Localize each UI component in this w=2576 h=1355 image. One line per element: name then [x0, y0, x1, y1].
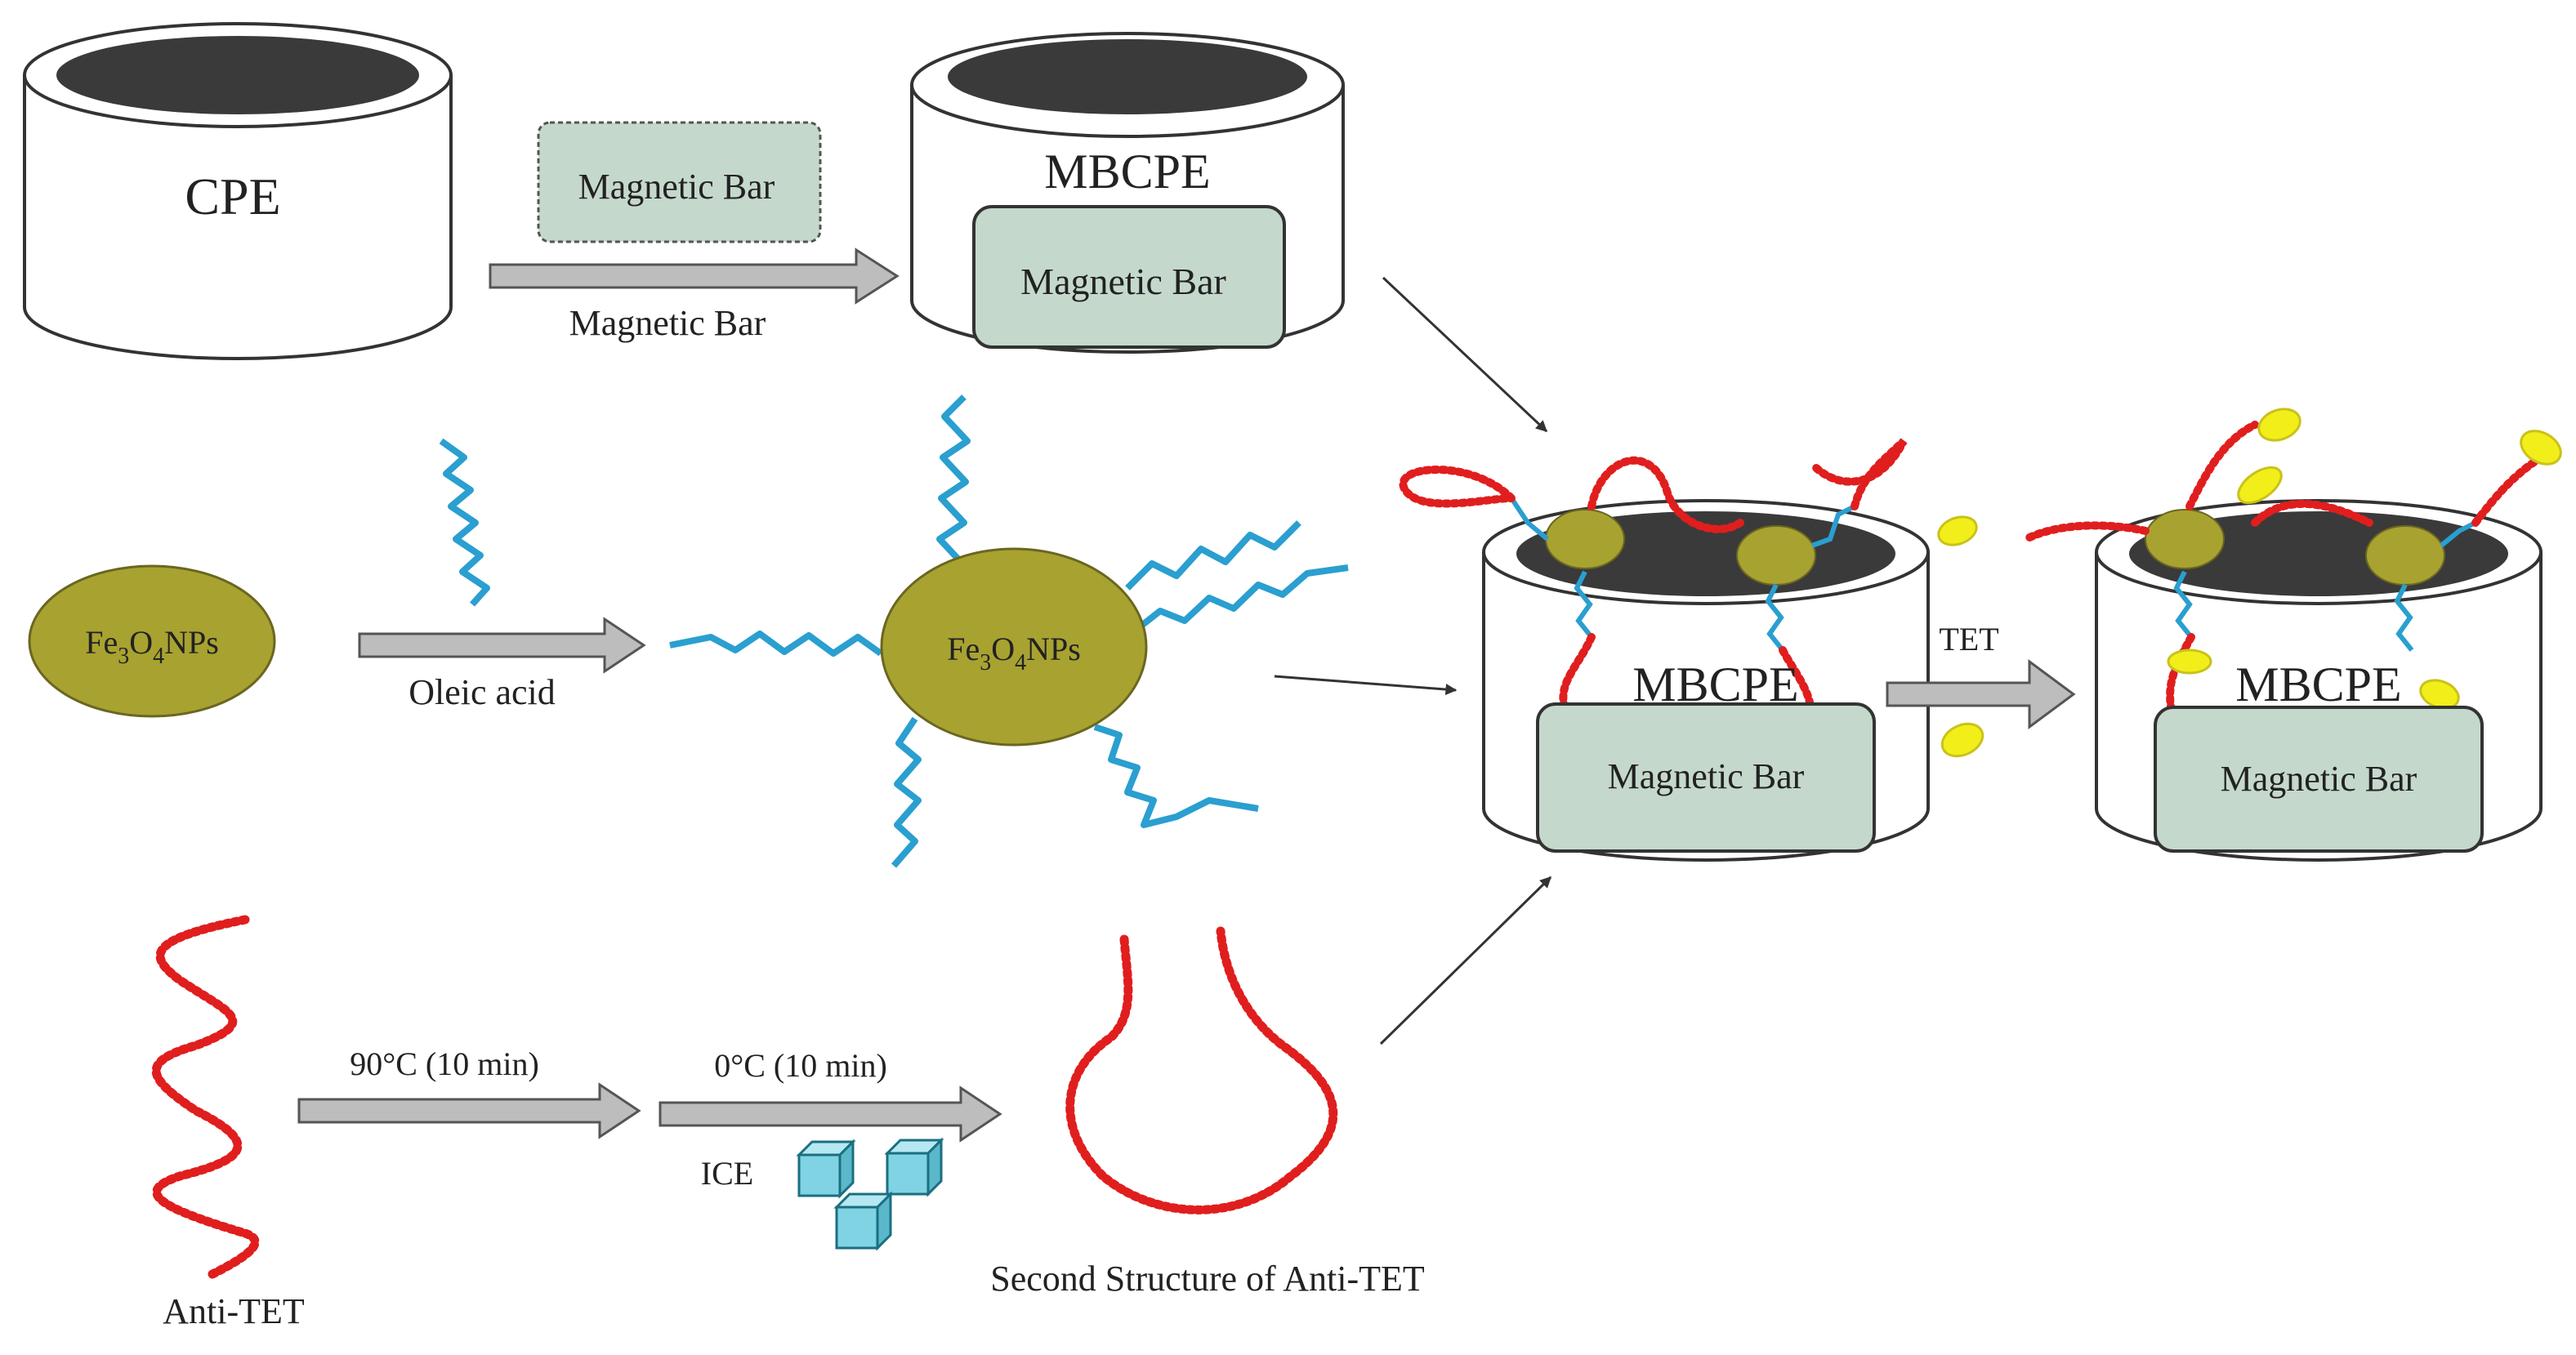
- anti-tet-aptamer-linear: Anti-TET: [151, 915, 305, 1331]
- ice-label: ICE: [701, 1155, 753, 1192]
- mbcpe-electrode-top: MBCPE Magnetic Bar: [910, 32, 1345, 354]
- assembled-bar-label: Magnetic Bar: [1608, 756, 1805, 796]
- anti-tet-second-structure: Second Structure of Anti-TET: [990, 926, 1425, 1299]
- mbcpe-bar-label: Magnetic Bar: [1020, 261, 1226, 302]
- tet-bound-bar-label: Magnetic Bar: [2221, 759, 2418, 799]
- cool-step-label: 0°C (10 min): [714, 1047, 887, 1084]
- process-arrow-cooling: 0°C (10 min): [659, 1047, 1002, 1143]
- process-arrow-heating: 90°C (10 min): [297, 1045, 641, 1139]
- magnetic-bar-item-label: Magnetic Bar: [578, 167, 775, 207]
- tet-bound-mbcpe-label: MBCPE: [2235, 657, 2401, 711]
- arrow-mbcpe-to-assembly: [1382, 276, 1548, 433]
- tet-bound-mbcpe-electrode: MBCPE Magnetic Bar: [1937, 408, 2562, 862]
- anti-tet-label: Anti-TET: [163, 1291, 305, 1331]
- cpe-label: CPE: [185, 167, 280, 225]
- magnetic-bar-item: Magnetic Bar: [537, 121, 822, 243]
- tet-molecule-free: [1940, 722, 1984, 758]
- arrow-label-magnetic-bar: Magnetic Bar: [569, 303, 766, 343]
- heat-step-label: 90°C (10 min): [350, 1045, 539, 1082]
- fe3o4-nanoparticle: Fe3O4NPs: [28, 564, 276, 718]
- mbcpe-label: MBCPE: [1044, 145, 1210, 198]
- fe3o4-label: Fe3O4NPs: [85, 624, 219, 669]
- process-arrow-insert-bar: Magnetic Bar: [489, 247, 900, 343]
- modified-mbcpe-electrode: MBCPE Magnetic Bar: [1399, 438, 1930, 862]
- process-arrow-functionalize: Oleic acid: [358, 617, 646, 712]
- second-structure-label: Second Structure of Anti-TET: [990, 1259, 1425, 1299]
- oleic-acid-label: Oleic acid: [408, 672, 556, 712]
- coated-fe3o4-label: Fe3O4NPs: [947, 631, 1081, 675]
- tet-label: TET: [1939, 621, 1998, 657]
- ice-cubes: ICE: [701, 1137, 944, 1251]
- arrow-aptamer-to-assembly: [1379, 876, 1552, 1045]
- oleic-acid-molecule: [439, 438, 490, 607]
- cpe-electrode: CPE: [23, 22, 453, 360]
- arrow-nanoparticles-to-assembly: [1274, 675, 1458, 696]
- oleic-acid-coated-nanoparticle: Fe3O4NPs: [669, 394, 1349, 868]
- process-arrow-tet-binding: TET: [1886, 621, 2076, 729]
